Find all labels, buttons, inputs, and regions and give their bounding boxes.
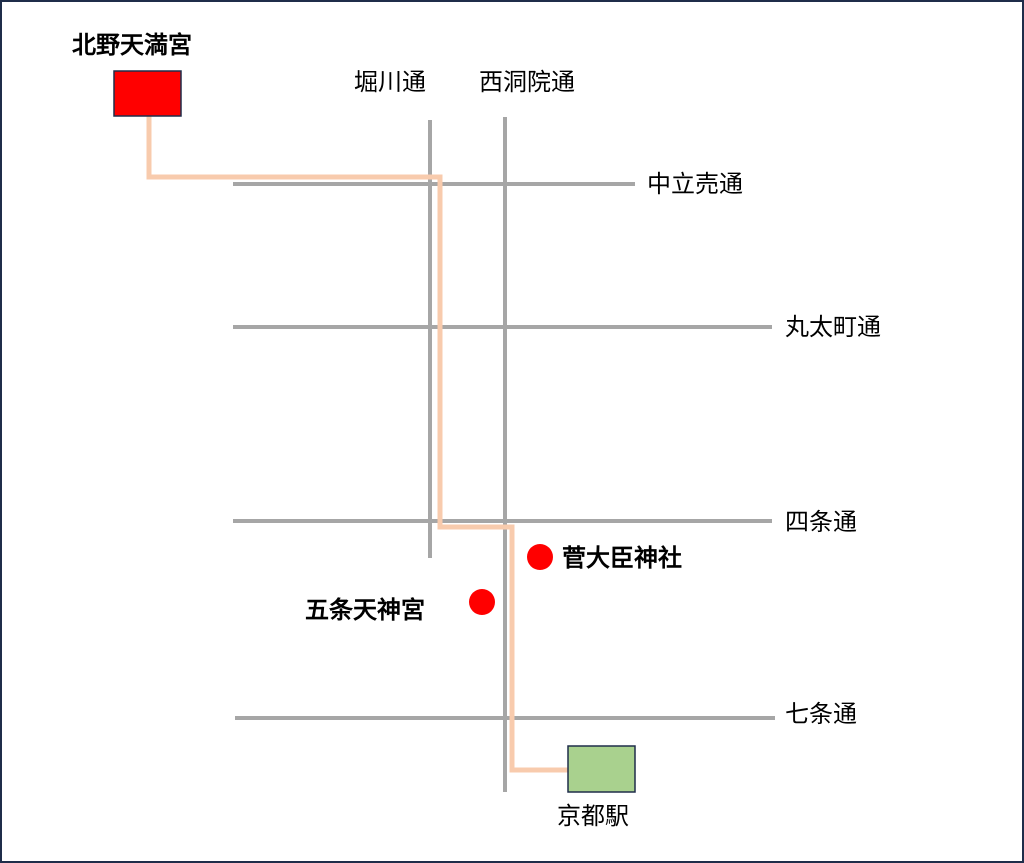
horikawa-label: 堀川通	[354, 68, 426, 96]
kitano-tenmangu-label: 北野天満宮	[72, 31, 192, 59]
gojo-tenjingu-label: 五条天神宮	[305, 596, 425, 624]
kyoto-station-marker	[567, 745, 636, 793]
gojo-tenjingu-marker	[469, 589, 495, 615]
kitano-tenmangu-marker	[113, 70, 182, 117]
kyoto-station-label: 京都駅	[557, 802, 629, 830]
shijo-label: 四条通	[785, 508, 857, 536]
marutamachi-label: 丸太町通	[785, 313, 881, 341]
kandaijin-shrine-label: 菅大臣神社	[562, 544, 682, 572]
nishinotoin-label: 西洞院通	[479, 68, 575, 96]
nakadachiuri-label: 中立売通	[647, 170, 743, 198]
kandaijin-shrine-marker	[527, 544, 553, 570]
walking-route	[146, 116, 569, 773]
shichijo-label: 七条通	[785, 700, 857, 728]
